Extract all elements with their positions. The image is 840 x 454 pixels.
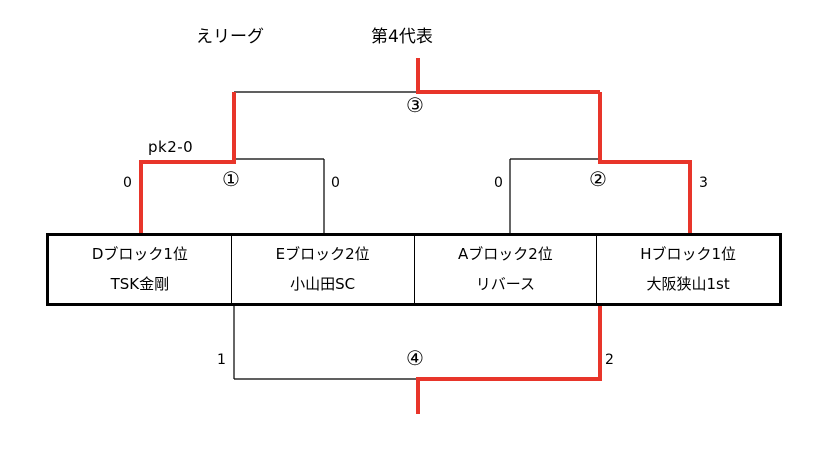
left-title: えリーグ — [196, 27, 264, 47]
team-name: TSK金剛 — [110, 274, 170, 293]
score-m2-left: 0 — [494, 175, 503, 191]
winner-path-m1 — [139, 92, 236, 233]
teams-table: Dブロック1位 TSK金剛 Eブロック2位 小山田SC Aブロック2位 リバース… — [46, 233, 782, 306]
team-cell-4: Hブロック1位 大阪狭山1st — [596, 236, 779, 303]
team-cell-2: Eブロック2位 小山田SC — [230, 236, 414, 303]
team-block: Dブロック1位 — [91, 245, 188, 264]
winner-path-m2 — [598, 92, 692, 233]
match-1-label: ① — [222, 167, 240, 191]
score-m2-right: 3 — [699, 175, 708, 191]
score-m1-right: 0 — [331, 175, 340, 191]
right-title: 第4代表 — [371, 27, 433, 47]
team-name: リバース — [475, 274, 535, 293]
score-m4-right: 2 — [605, 352, 614, 368]
team-name: 大阪狭山1st — [646, 274, 730, 293]
match-2-label: ② — [589, 167, 607, 191]
team-block: Aブロック2位 — [457, 245, 553, 264]
score-m4-left: 1 — [217, 352, 226, 368]
score-m1-left: 0 — [123, 175, 132, 191]
team-block: Eブロック2位 — [275, 245, 370, 264]
winner-paths — [139, 58, 692, 414]
winner-path-m4 — [416, 306, 602, 414]
pk-note: pk2-0 — [148, 138, 194, 156]
match-3-label: ③ — [406, 93, 424, 117]
team-cell-1: Dブロック1位 TSK金剛 — [49, 236, 231, 303]
team-name: 小山田SC — [290, 274, 356, 293]
match-4-label: ④ — [406, 346, 424, 370]
winner-path-m3 — [416, 58, 600, 94]
team-cell-3: Aブロック2位 リバース — [413, 236, 597, 303]
team-block: Hブロック1位 — [640, 245, 737, 264]
